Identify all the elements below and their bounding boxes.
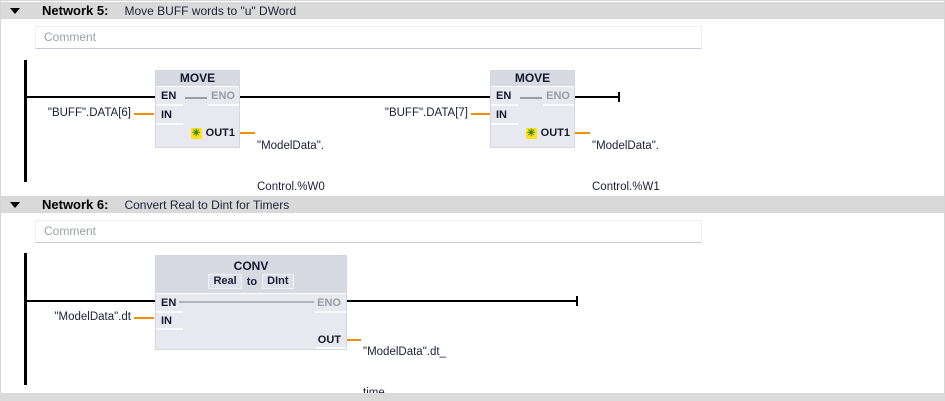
pin-en: EN — [161, 297, 177, 309]
operand-wire — [240, 132, 255, 134]
pin-separator — [156, 328, 183, 330]
comment-placeholder: Comment — [44, 30, 97, 44]
output-operand-line1: "ModelData".dt_ — [363, 346, 446, 358]
pin-out: OUT — [317, 334, 341, 346]
output-operand-line1: "ModelData". — [257, 140, 324, 152]
conversion-types: Real to DInt — [156, 274, 346, 289]
wire-eno-end — [347, 300, 577, 302]
pin-separator — [156, 123, 183, 125]
pin-out1: OUT1 — [205, 127, 235, 139]
wire-end-tick — [576, 296, 578, 306]
pin-separator — [316, 347, 346, 349]
implicit-conversion-icon: ✳ — [190, 127, 202, 139]
conv-to-word: to — [246, 275, 258, 288]
output-operand[interactable]: "ModelData". Control.%W0 — [257, 113, 325, 221]
operand-wire — [471, 113, 490, 115]
network6-description: Convert Real to Dint for Timers — [124, 197, 290, 212]
collapse-arrow-icon[interactable] — [10, 7, 20, 14]
input-operand[interactable]: "BUFF".DATA[7] — [384, 107, 468, 119]
pin-eno: ENO — [317, 297, 341, 309]
output-operand[interactable]: "ModelData". Control.%W1 — [592, 113, 660, 221]
power-rail — [24, 60, 27, 182]
move-block-1[interactable]: MOVE EN ENO IN ✳ OUT1 — [155, 70, 240, 148]
pin-separator — [543, 104, 574, 106]
output-operand-line2: Control.%W1 — [592, 180, 660, 193]
wire-end-tick — [618, 92, 620, 102]
wire-eno-end — [575, 96, 619, 98]
collapse-arrow-icon[interactable] — [10, 201, 20, 208]
conv-to-type-dropdown[interactable]: DInt — [262, 274, 294, 289]
operand-wire — [134, 317, 154, 319]
output-operand-line2: Control.%W0 — [257, 180, 325, 193]
input-operand[interactable]: "ModelData".dt — [54, 311, 131, 323]
implicit-conversion-icon: ✳ — [525, 127, 537, 139]
pin-separator — [156, 104, 183, 106]
output-operand-line1: "ModelData". — [592, 140, 659, 152]
block-title: CONV — [233, 259, 269, 273]
pin-separator — [491, 104, 518, 106]
block-title: MOVE — [514, 71, 551, 85]
network5-comment-box[interactable]: Comment — [35, 26, 702, 49]
network5-header[interactable]: Network 5: Move BUFF words to "u" DWord — [1, 2, 944, 19]
block-title: MOVE — [179, 71, 216, 85]
block-title-bar: MOVE — [491, 71, 574, 87]
pin-separator — [491, 123, 518, 125]
en-eno-line — [179, 301, 314, 303]
pin-eno: ENO — [211, 90, 235, 102]
network6-comment-box[interactable]: Comment — [35, 220, 702, 243]
output-operand[interactable]: "ModelData".dt_ time — [363, 319, 446, 401]
pin-separator — [156, 311, 183, 313]
block-title-bar: MOVE — [156, 71, 239, 87]
en-eno-dash — [185, 97, 207, 99]
comment-placeholder: Comment — [44, 224, 97, 238]
wire-en — [26, 96, 155, 98]
bottom-separator — [0, 393, 945, 401]
pin-separator — [208, 104, 239, 106]
network6-title: Network 6: — [42, 197, 109, 212]
operand-wire — [134, 113, 154, 115]
conv-block[interactable]: CONV Real to DInt EN ENO IN OUT — [155, 255, 347, 350]
pin-eno: ENO — [546, 90, 570, 102]
operand-wire — [347, 339, 361, 341]
block-title-bar: CONV Real to DInt — [156, 256, 346, 294]
move-block-2[interactable]: MOVE EN ENO IN ✳ OUT1 — [490, 70, 575, 148]
en-eno-dash — [520, 97, 542, 99]
wire-eno-to-en — [240, 96, 490, 98]
network5-title: Network 5: — [42, 3, 109, 18]
network6-header[interactable]: Network 6: Convert Real to Dint for Time… — [1, 196, 944, 213]
power-rail — [24, 253, 27, 385]
pin-in: IN — [496, 109, 507, 121]
pin-en: EN — [496, 90, 512, 102]
pin-in: IN — [161, 109, 172, 121]
pin-out1-row: ✳ OUT1 — [525, 127, 570, 139]
wire-en — [26, 300, 155, 302]
operand-wire — [575, 132, 590, 134]
network5-description: Move BUFF words to "u" DWord — [124, 3, 297, 18]
input-operand[interactable]: "BUFF".DATA[6] — [47, 107, 131, 119]
pin-out1-row: ✳ OUT1 — [190, 127, 235, 139]
pin-out1: OUT1 — [540, 127, 570, 139]
pin-in: IN — [161, 315, 172, 327]
pin-en: EN — [161, 90, 177, 102]
conv-from-type-dropdown[interactable]: Real — [208, 274, 242, 289]
pin-separator — [315, 311, 346, 313]
